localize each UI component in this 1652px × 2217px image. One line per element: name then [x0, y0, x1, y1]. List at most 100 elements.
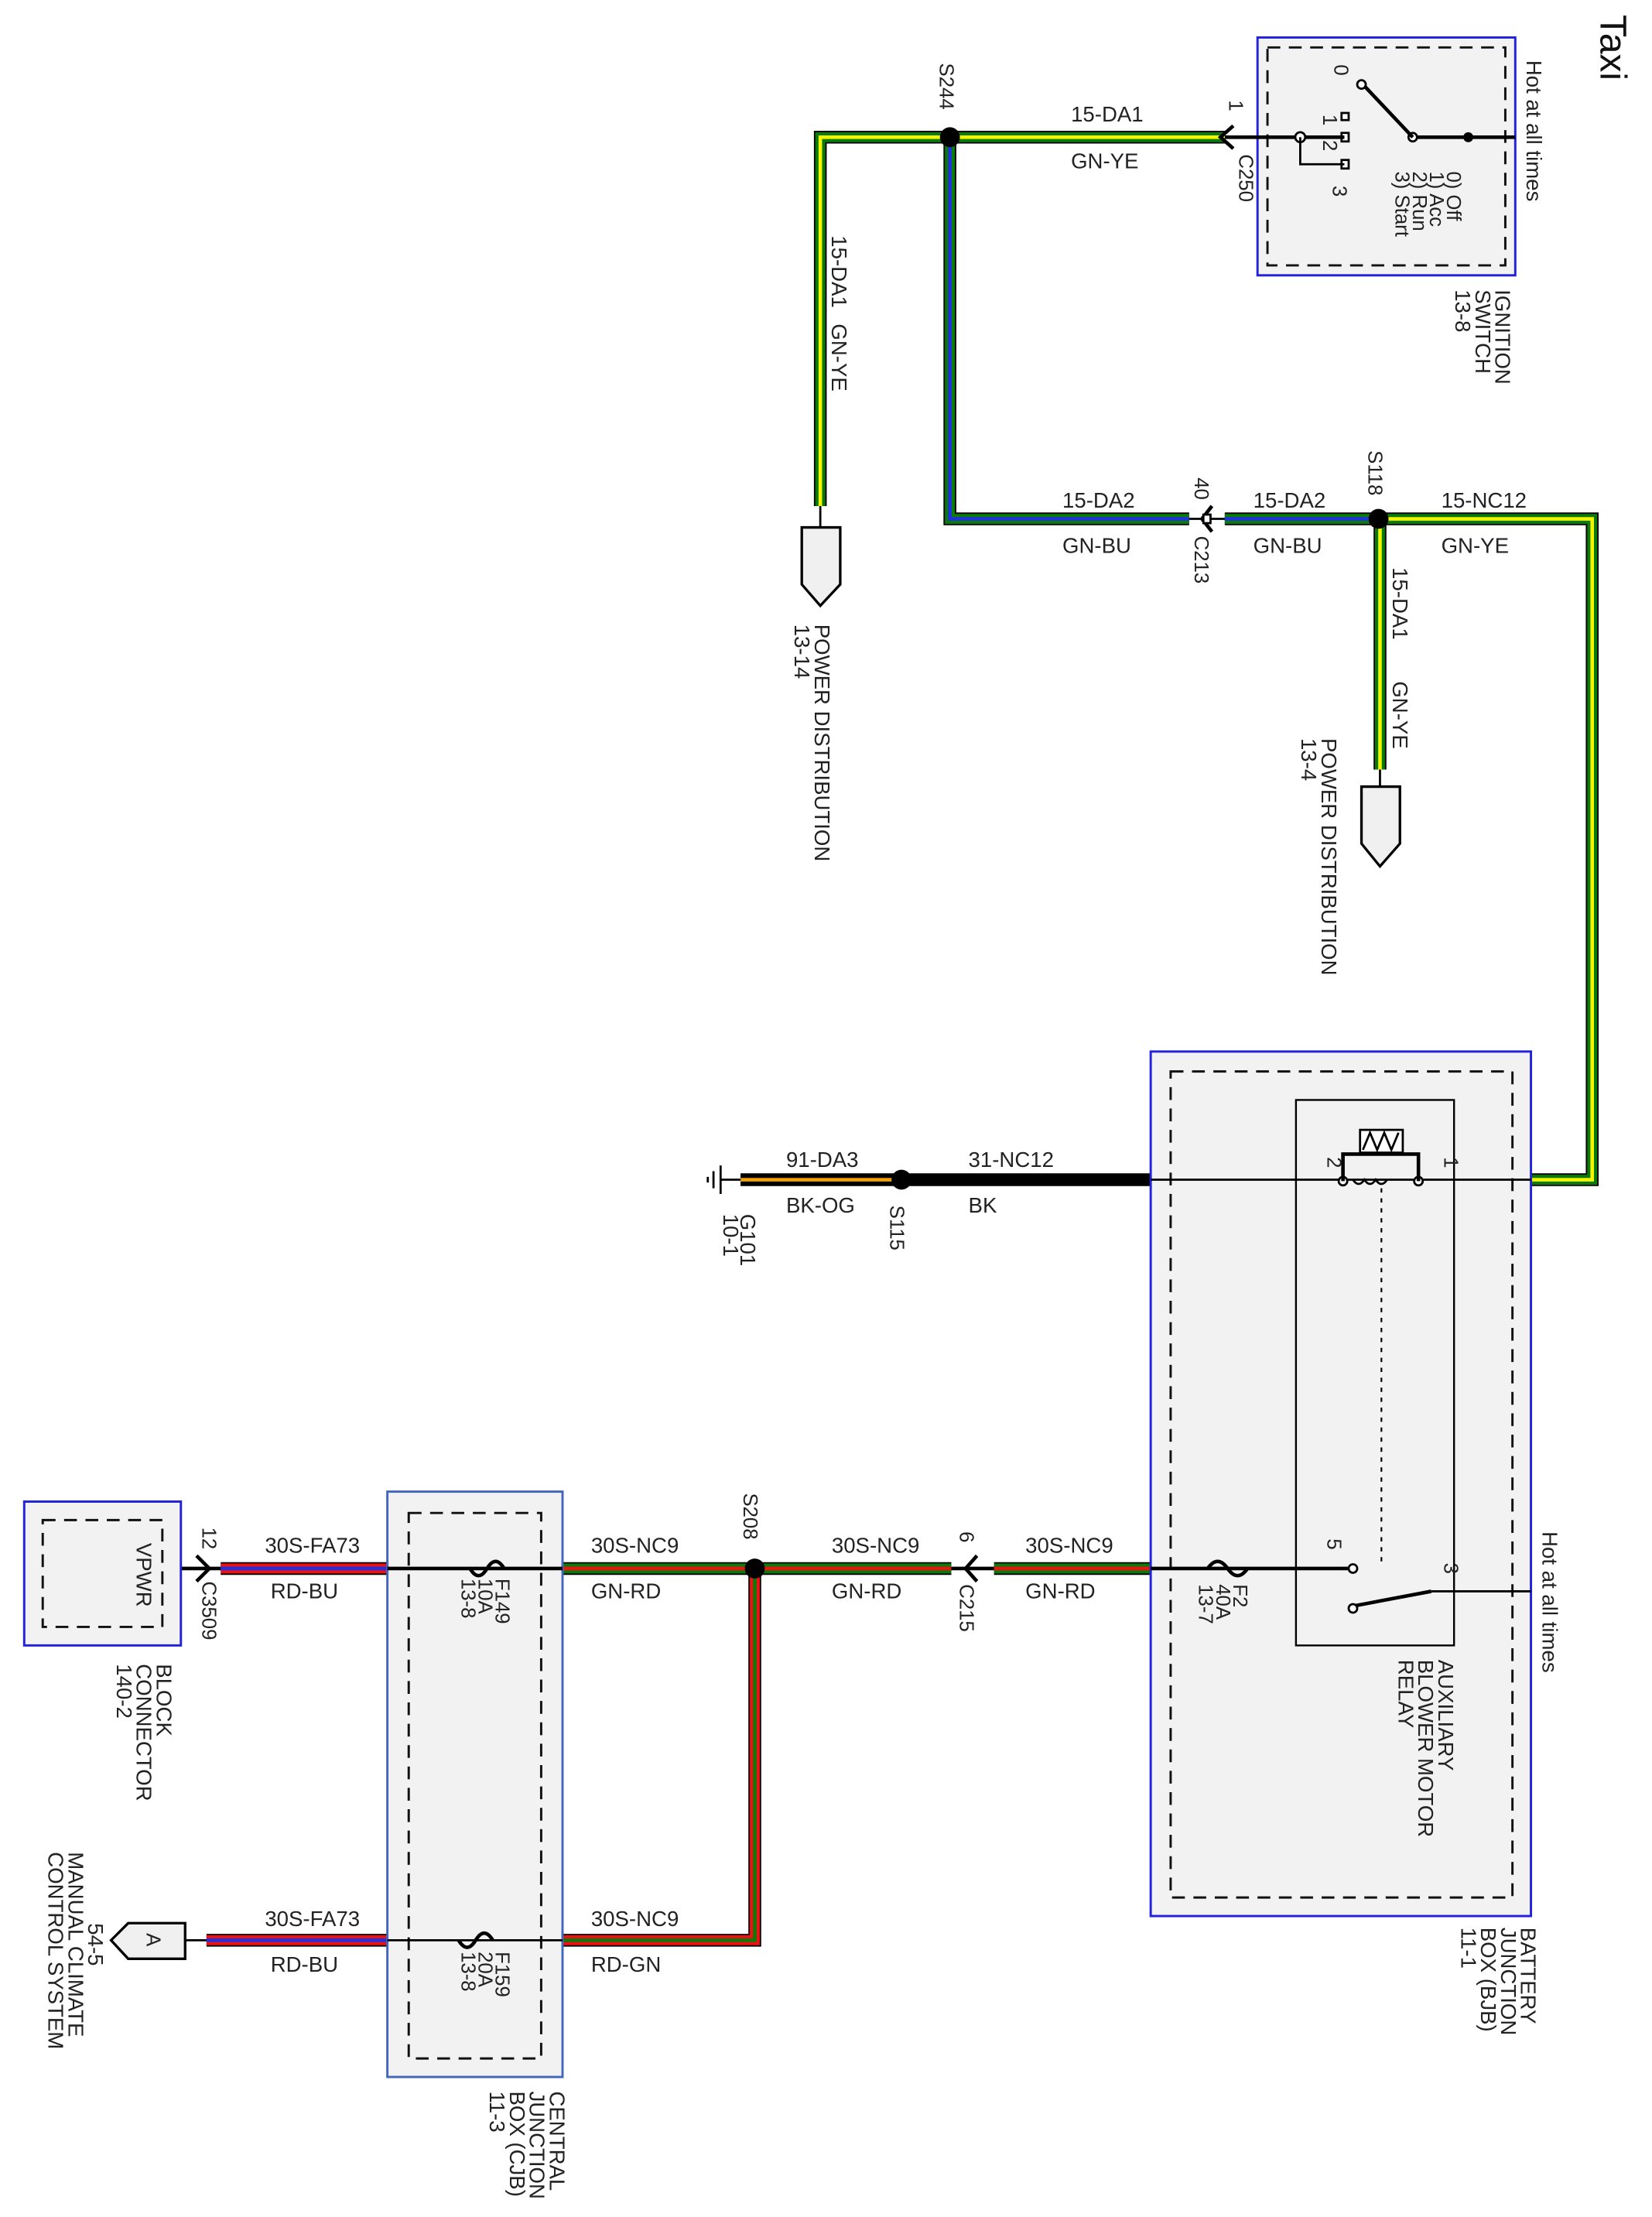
resistor-zigzag: [1362, 1130, 1400, 1153]
name-line: 54-5: [84, 1923, 108, 1966]
wire-color-label: RD-BU: [271, 1952, 338, 1976]
splice-s208-label: S208: [739, 1493, 761, 1539]
manual-climate-name: 54-5 MANUAL CLIMATE CONTROL SYSTEM: [44, 1852, 108, 2049]
vpwr-label: VPWR: [132, 1543, 156, 1607]
name-line: BOX (CJB): [505, 2091, 529, 2196]
ignition-switch-name: IGNITION SWITCH 13-8: [1451, 289, 1515, 385]
relay-box: [1295, 1099, 1455, 1647]
wire-circuit-label: 30S-FA73: [265, 1907, 360, 1931]
wire-30s-nc9[interactable]: [563, 1568, 760, 1945]
wire-15-da1[interactable]: [815, 132, 950, 506]
wire-15-da1-outline: [813, 130, 950, 506]
name-line: MANUAL CLIMATE: [63, 1852, 87, 2037]
ignition-switch-dashed-boundary: [1266, 46, 1507, 267]
name-line: IGNITION: [1491, 289, 1515, 385]
wire-circuit-label: 15-DA1: [1388, 567, 1412, 640]
position-run: 2) Run: [1408, 171, 1430, 231]
wire-color-label: GN-BU: [1062, 534, 1131, 558]
block-connector-box: [22, 1500, 183, 1647]
splice-s244: [939, 127, 960, 148]
wire-color-label: GN-BU: [1254, 534, 1322, 558]
relay-pin-2-label: 2: [1322, 1157, 1344, 1168]
page-title: Taxi: [1592, 15, 1633, 80]
wire-color-label: GN-YE: [827, 323, 851, 391]
ground-g101: G101 10-1: [706, 1165, 760, 1267]
connector-c3509-id: C3509: [197, 1582, 219, 1641]
fuse-f159-icon: [457, 1931, 494, 1949]
fuse-line: 40A: [1212, 1584, 1233, 1620]
fuse-line: 13-8: [457, 1579, 478, 1619]
splice-s115: [891, 1169, 912, 1190]
fuse-f149-label: F149 10A 13-8: [457, 1579, 512, 1624]
name-line: BLOWER MOTOR: [1414, 1660, 1438, 1837]
name-line: 13-8: [1451, 289, 1475, 332]
relay-switch-pivot: [1347, 1603, 1359, 1614]
block-connector-dashed-boundary: [41, 1518, 164, 1628]
name-line: POWER DISTRIBUTION: [1317, 738, 1341, 976]
bjb-hot-at-all-times-label: Hot at all times: [1537, 1531, 1561, 1672]
wire-30s-nc9-outline: [563, 1568, 761, 1947]
fuse-line: F159: [491, 1952, 513, 1997]
power-distribution-13-4: POWER DISTRIBUTION 13-4: [1297, 738, 1401, 976]
connector-c215-id: C215: [956, 1584, 977, 1632]
name-line: JUNCTION: [525, 2091, 549, 2199]
bjb-dashed-boundary: [1169, 1070, 1514, 1899]
name-line: CONTROL SYSTEM: [44, 1852, 68, 2049]
relay-pin-3-label: 3: [1439, 1563, 1461, 1574]
relay-pin-5-terminal: [1347, 1563, 1359, 1574]
wire-circuit-label: 15-DA1: [1071, 102, 1144, 126]
ignition-contact-0: [1356, 79, 1367, 91]
name-line: RELAY: [1394, 1660, 1418, 1728]
connector-c3509: 12 C3509: [163, 1528, 221, 1641]
wires: [206, 130, 1599, 1947]
position-acc: 1) Acc: [1425, 171, 1447, 227]
name-line: 11-3: [485, 2091, 509, 2132]
name-line: CONNECTOR: [132, 1664, 156, 1801]
fuse-f2-icon: [1206, 1559, 1250, 1578]
relay-switch-arm: [1355, 1589, 1432, 1608]
fuse-line: 10A: [474, 1579, 495, 1615]
name-line: CENTRAL: [545, 2091, 569, 2191]
name-line: G101: [736, 1214, 760, 1267]
fuse-line: F149: [491, 1579, 513, 1624]
wire-circuit-label: 30S-NC9: [1025, 1534, 1113, 1558]
ignition-internal-node: [1463, 132, 1474, 142]
wire-circuit-label: 30S-NC9: [591, 1907, 679, 1931]
ignition-positions-legend: 0) Off 1) Acc 2) Run 3) Start: [1391, 171, 1464, 236]
wire-circuit-label: 15-DA2: [1254, 488, 1326, 512]
power-distribution-13-4-name: POWER DISTRIBUTION 13-4: [1297, 738, 1341, 976]
battery-junction-box: 2 1 5 3 AUXILIARY BLOWER MOTOR RELAY F2 …: [1149, 1050, 1561, 2035]
ignition-switch: 0 1 2 3 0) Off 1) Acc 2) Run 3) Start Ho…: [1224, 36, 1546, 385]
power-distribution-13-14-name: POWER DISTRIBUTION 13-14: [790, 624, 834, 862]
fuse-line: F2: [1229, 1584, 1250, 1607]
connector-c213-pin-icon: [1202, 513, 1212, 525]
name-line: 140-2: [112, 1664, 136, 1719]
wire-circuit-label: 91-DA3: [786, 1148, 859, 1172]
wire-color-label: RD-BU: [271, 1579, 338, 1603]
connector-c3509-pin: 12: [197, 1528, 219, 1550]
power-distribution-connector-icon: [800, 525, 842, 608]
fuse-line: 13-7: [1195, 1584, 1216, 1624]
name-line: 10-1: [719, 1214, 743, 1257]
ignition-switch-arm: [1363, 84, 1414, 139]
wire-15-da2-outline: [943, 137, 1189, 525]
wire-color-label: GN-RD: [591, 1579, 661, 1603]
central-junction-box: F149 10A 13-8 F159 20A 13-8 CENTRAL JUNC…: [386, 1490, 569, 2199]
connector-c213-pin: 40: [1190, 477, 1212, 500]
wire-15-da2[interactable]: [945, 137, 1189, 524]
position-start: 3) Start: [1391, 171, 1413, 236]
wire-label-vertical: 15-DA1 GN-YE: [827, 235, 851, 392]
manual-climate-connector: A 54-5 MANUAL CLIMATE CONTROL SYSTEM: [44, 1852, 207, 2049]
wire-color-label: GN-RD: [832, 1579, 901, 1603]
connector-c215-arrow-icon: [963, 1554, 979, 1583]
cjb-box: [386, 1490, 564, 2078]
name-line: SWITCH: [1471, 289, 1495, 374]
wire-15-da2-stripe: [948, 137, 1189, 521]
wire-circuit-label: 31-NC12: [969, 1148, 1054, 1172]
position-off: 0) Off: [1442, 171, 1464, 221]
wire-color-label: GN-YE: [1071, 149, 1138, 173]
splice-s115-label: S115: [885, 1206, 907, 1250]
connector-c250: 1 C250: [1217, 100, 1256, 202]
wire-circuit-label: 30S-NC9: [591, 1534, 679, 1558]
